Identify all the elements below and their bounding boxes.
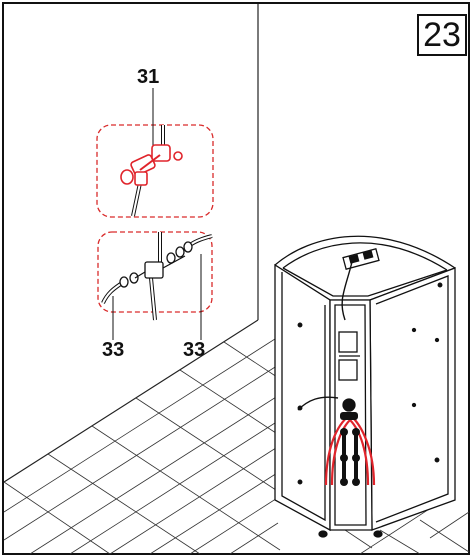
step-number: 23 bbox=[423, 16, 461, 54]
callout-31-label: 31 bbox=[137, 66, 160, 88]
callout-33-left-label: 33 bbox=[102, 339, 125, 361]
detail-box-31 bbox=[96, 88, 214, 218]
shower-cabin bbox=[274, 235, 456, 538]
detail-box-33 bbox=[97, 231, 213, 340]
step-number-box: 23 bbox=[417, 14, 467, 56]
room-walls bbox=[3, 4, 259, 483]
callout-33-right-label: 33 bbox=[183, 339, 206, 361]
cabin-valves bbox=[340, 412, 360, 486]
